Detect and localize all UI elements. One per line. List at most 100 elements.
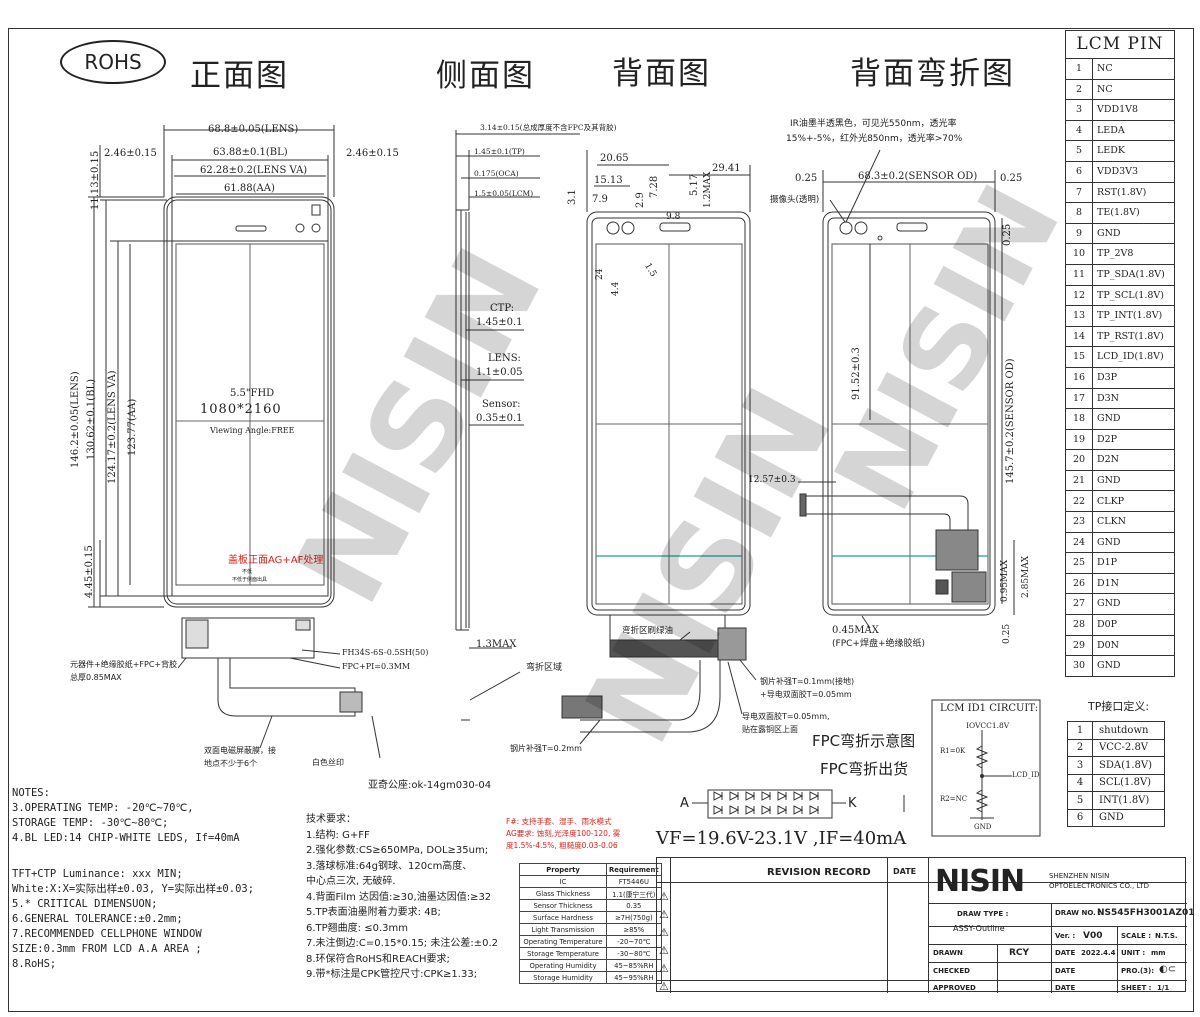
property-name: Operating Humidity: [519, 959, 607, 972]
pin-signal: D1N: [1092, 572, 1175, 595]
tech-line: 8.环保符合RoHS和REACH要求;: [306, 953, 450, 965]
pin-signal: LEDK: [1092, 140, 1175, 162]
pin-signal: LCD_ID(1.8V): [1092, 346, 1175, 368]
back-dim-3: 15.13: [594, 175, 623, 186]
pin-number: 18: [1065, 408, 1093, 430]
pin-signal: VDD3V3: [1092, 160, 1175, 183]
fpc-fold-diagram-label: FPC弯折示意图: [812, 732, 916, 750]
side-oca-thickness: 0.175(OCA): [474, 169, 519, 178]
note-line: STORAGE TEMP: -30℃~80℃;: [12, 817, 169, 829]
ctp-value: 1.45±0.1: [476, 317, 523, 328]
dim-aa-height: 123.77(AA): [127, 398, 138, 456]
pin-number: 3: [1065, 99, 1093, 121]
dim-lens-va-width: 62.28±0.2(LENS VA): [200, 165, 308, 176]
sensor-label: Sensor:: [482, 399, 521, 410]
ctp-label: CTP:: [490, 303, 515, 314]
back-dim-1: 20.65: [600, 153, 629, 164]
note-line: White:X:X=实际出样±0.03, Y=实际出样±0.03;: [12, 883, 255, 895]
property-row: Operating Temperature-20~70℃: [519, 935, 662, 948]
led-diode-icon: [793, 805, 804, 815]
led-cathode: K: [848, 796, 857, 811]
pin-number: 9: [1065, 222, 1093, 245]
dim-lens-width: 68.8±0.05(LENS): [208, 124, 299, 135]
sheet-label: SHEET :: [1121, 984, 1152, 992]
title-fold-view: 背面弯折图: [850, 56, 1015, 92]
ir-ink-note-2: 15%+-5%，红外光850nm，透光率>70%: [786, 134, 963, 144]
tech-line: 1.结构: G+FF: [306, 829, 370, 841]
component-note-2: 总厚0.85MAX: [70, 673, 122, 682]
dim-lens-va-height: 124.17±0.2(LENS VA): [107, 370, 118, 484]
back-dim-9: 9.8: [666, 212, 681, 222]
drawn-label: DRAWN: [933, 949, 963, 957]
unit-label: UNIT :: [1121, 949, 1146, 957]
property-name: Glass Thickness: [519, 887, 607, 900]
shield-film-note-1: 双面电磁屏蔽膜，接: [204, 746, 276, 755]
pin-number: 16: [1065, 366, 1093, 389]
rohs-badge: ROHS: [60, 40, 166, 84]
drawn-value: RCY: [1009, 948, 1030, 958]
pin-signal: TP_SDA(1.8V): [1092, 263, 1175, 286]
led-diode-icon: [809, 791, 820, 801]
tp-pin-number: 1: [1067, 721, 1093, 740]
title-front-view: 正面图: [190, 58, 289, 94]
pin-signal: D1P: [1092, 552, 1175, 574]
pin-signal: D0N: [1092, 634, 1175, 657]
pin-number: 14: [1065, 325, 1093, 348]
fold-dim-sensor-height: 145.7±0.2(SENSOR OD): [1005, 358, 1016, 484]
tp-pin-signal: VCC-2.8V: [1092, 738, 1165, 757]
dim-lens-height: 146.2±0.05(LENS): [70, 371, 81, 468]
note-line: SIZE:0.3mm FROM LCD A.A AREA ;: [12, 943, 202, 955]
conductive-tape-note-2: 贴在露铜区上面: [742, 725, 798, 734]
led-diode-icon: [777, 791, 788, 801]
viewing-angle: Viewing Angle:FREE: [210, 426, 295, 435]
company-name-2: OPTOELECTRONICS CO., LTD: [1049, 882, 1150, 890]
pin-signal: TP_INT(1.8V): [1092, 305, 1175, 327]
sheet-value: 1/1: [1157, 984, 1170, 992]
pin-number: 15: [1065, 346, 1093, 368]
red-note-line: AG要求: 蚀刻,光泽度100-120, 雾: [506, 829, 621, 838]
led-diode-icon: [713, 791, 724, 801]
dim-aa-width: 61.88(AA): [224, 183, 275, 194]
property-row: Light Transmission≥85%: [519, 923, 662, 936]
drawn-date-value: 2022.4.4: [1081, 949, 1116, 957]
note-line: 8.RoHS;: [12, 958, 57, 970]
property-value: 0.35: [606, 899, 662, 912]
back-dim-2: 29.41: [712, 163, 741, 174]
unit-value: mm: [1151, 949, 1166, 957]
draw-type-value: ASSY-Outline: [953, 924, 1005, 933]
tech-line: 3.落球标准:64g钢球、120cm高度、: [306, 860, 473, 872]
pin-number: 22: [1065, 490, 1093, 513]
prop-header-requirement: Requirement: [606, 863, 662, 876]
draw-number-label: DRAW NO. :: [1055, 909, 1102, 917]
revision-triangles: ⚠⚠⚠⚠⚠⚠: [659, 890, 669, 993]
side-max-thickness: 1.3MAX: [476, 639, 517, 650]
company-name-1: SHENZHEN NISIN: [1049, 872, 1110, 880]
tp-pin-signal: INT(1.8V): [1092, 791, 1165, 810]
lens-value: 1.1±0.05: [476, 367, 523, 378]
led-string: [713, 791, 820, 815]
led-diode-icon: [761, 791, 772, 801]
pin-number: 8: [1065, 202, 1093, 224]
pin-signal: TP_SCL(1.8V): [1092, 284, 1175, 307]
pin-number: 19: [1065, 428, 1093, 451]
pin-signal: D2N: [1092, 449, 1175, 471]
pin-number: 23: [1065, 511, 1093, 533]
property-name: Storage Temperature: [519, 947, 607, 960]
